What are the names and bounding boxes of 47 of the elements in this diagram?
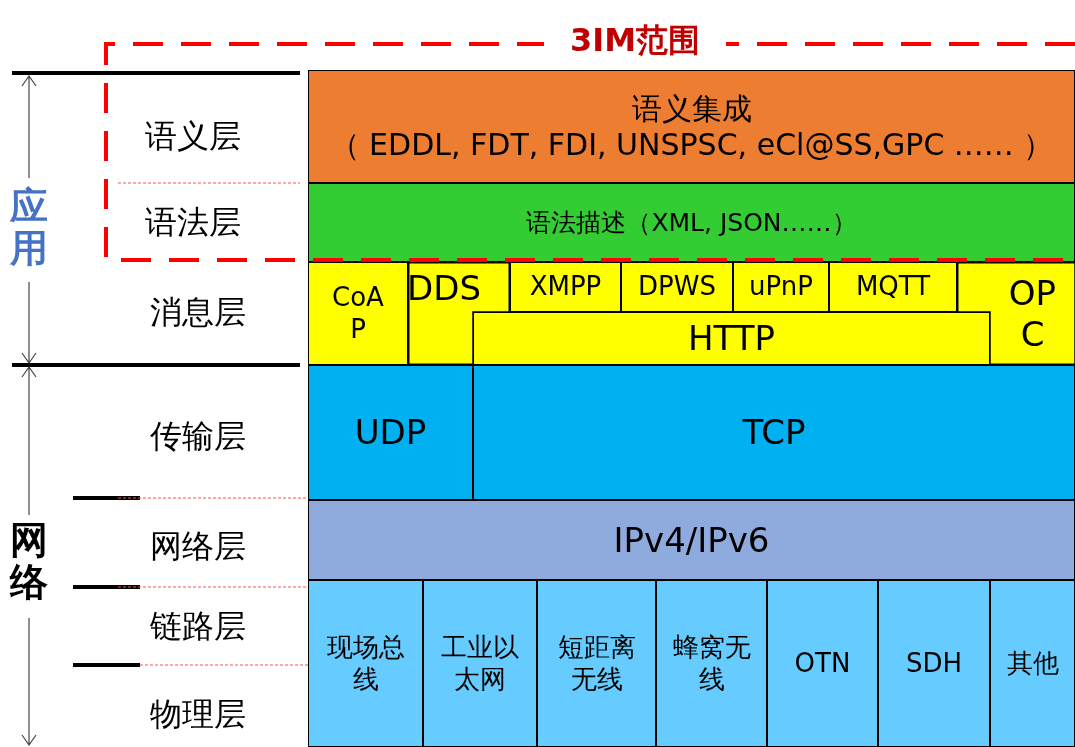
box-label: 现场总线 bbox=[325, 632, 406, 695]
protocol-box bbox=[537, 580, 656, 747]
box-label: 蜂窝无线 bbox=[671, 632, 752, 695]
box-label: CoAP bbox=[331, 282, 385, 345]
box-label: uPnP bbox=[749, 271, 813, 303]
layer-name: 语法层 bbox=[145, 206, 241, 238]
box-label: OPC bbox=[1007, 272, 1058, 355]
protocol-box bbox=[510, 262, 621, 312]
protocol-box bbox=[308, 183, 1075, 262]
layer-name: 链路层 bbox=[150, 610, 246, 642]
box-label: MQTT bbox=[855, 271, 931, 303]
protocol-box bbox=[733, 262, 829, 312]
protocol-box bbox=[656, 580, 767, 747]
box-label: HTTP bbox=[688, 318, 775, 359]
box-label: 语法描述（XML, JSON……） bbox=[526, 207, 857, 238]
box-label: IPv4/IPv6 bbox=[613, 519, 770, 561]
protocol-box bbox=[829, 262, 957, 312]
box-label: （ EDDL, FDT, FDI, UNSPSC, eCl@SS,GPC …… ） bbox=[329, 126, 1054, 163]
layer-name: 物理层 bbox=[150, 698, 246, 730]
protocol-box bbox=[473, 365, 1075, 500]
layer-name: 网络层 bbox=[150, 530, 246, 562]
box-label: OTN bbox=[794, 647, 851, 680]
protocol-box bbox=[308, 365, 473, 500]
box-label: 语义集成 bbox=[631, 90, 752, 127]
layer-name: 消息层 bbox=[150, 296, 246, 328]
protocol-box bbox=[767, 580, 878, 747]
box-label: DDS bbox=[407, 268, 481, 309]
protocol-box bbox=[990, 580, 1075, 747]
box-label: UDP bbox=[354, 412, 427, 453]
protocol-box bbox=[308, 262, 408, 365]
layer-name: 语义层 bbox=[145, 120, 241, 152]
box-label: 短距离无线 bbox=[556, 632, 637, 695]
protocol-box bbox=[308, 500, 1075, 580]
box-label: XMPP bbox=[529, 271, 602, 303]
layer-group-label: 网络 bbox=[10, 520, 48, 604]
protocol-box bbox=[308, 580, 423, 747]
layer-group-label: 应用 bbox=[10, 186, 48, 270]
layer-name: 传输层 bbox=[150, 420, 246, 452]
box-label: SDH bbox=[905, 647, 963, 680]
protocol-box bbox=[878, 580, 990, 747]
box-label: 工业以太网 bbox=[440, 632, 520, 695]
box-label: TCP bbox=[742, 412, 806, 453]
box-label: 其他 bbox=[1006, 647, 1059, 680]
box-label: DPWS bbox=[638, 271, 716, 303]
protocol-box bbox=[621, 262, 733, 312]
protocol-box bbox=[308, 70, 1075, 183]
protocol-box bbox=[423, 580, 537, 747]
